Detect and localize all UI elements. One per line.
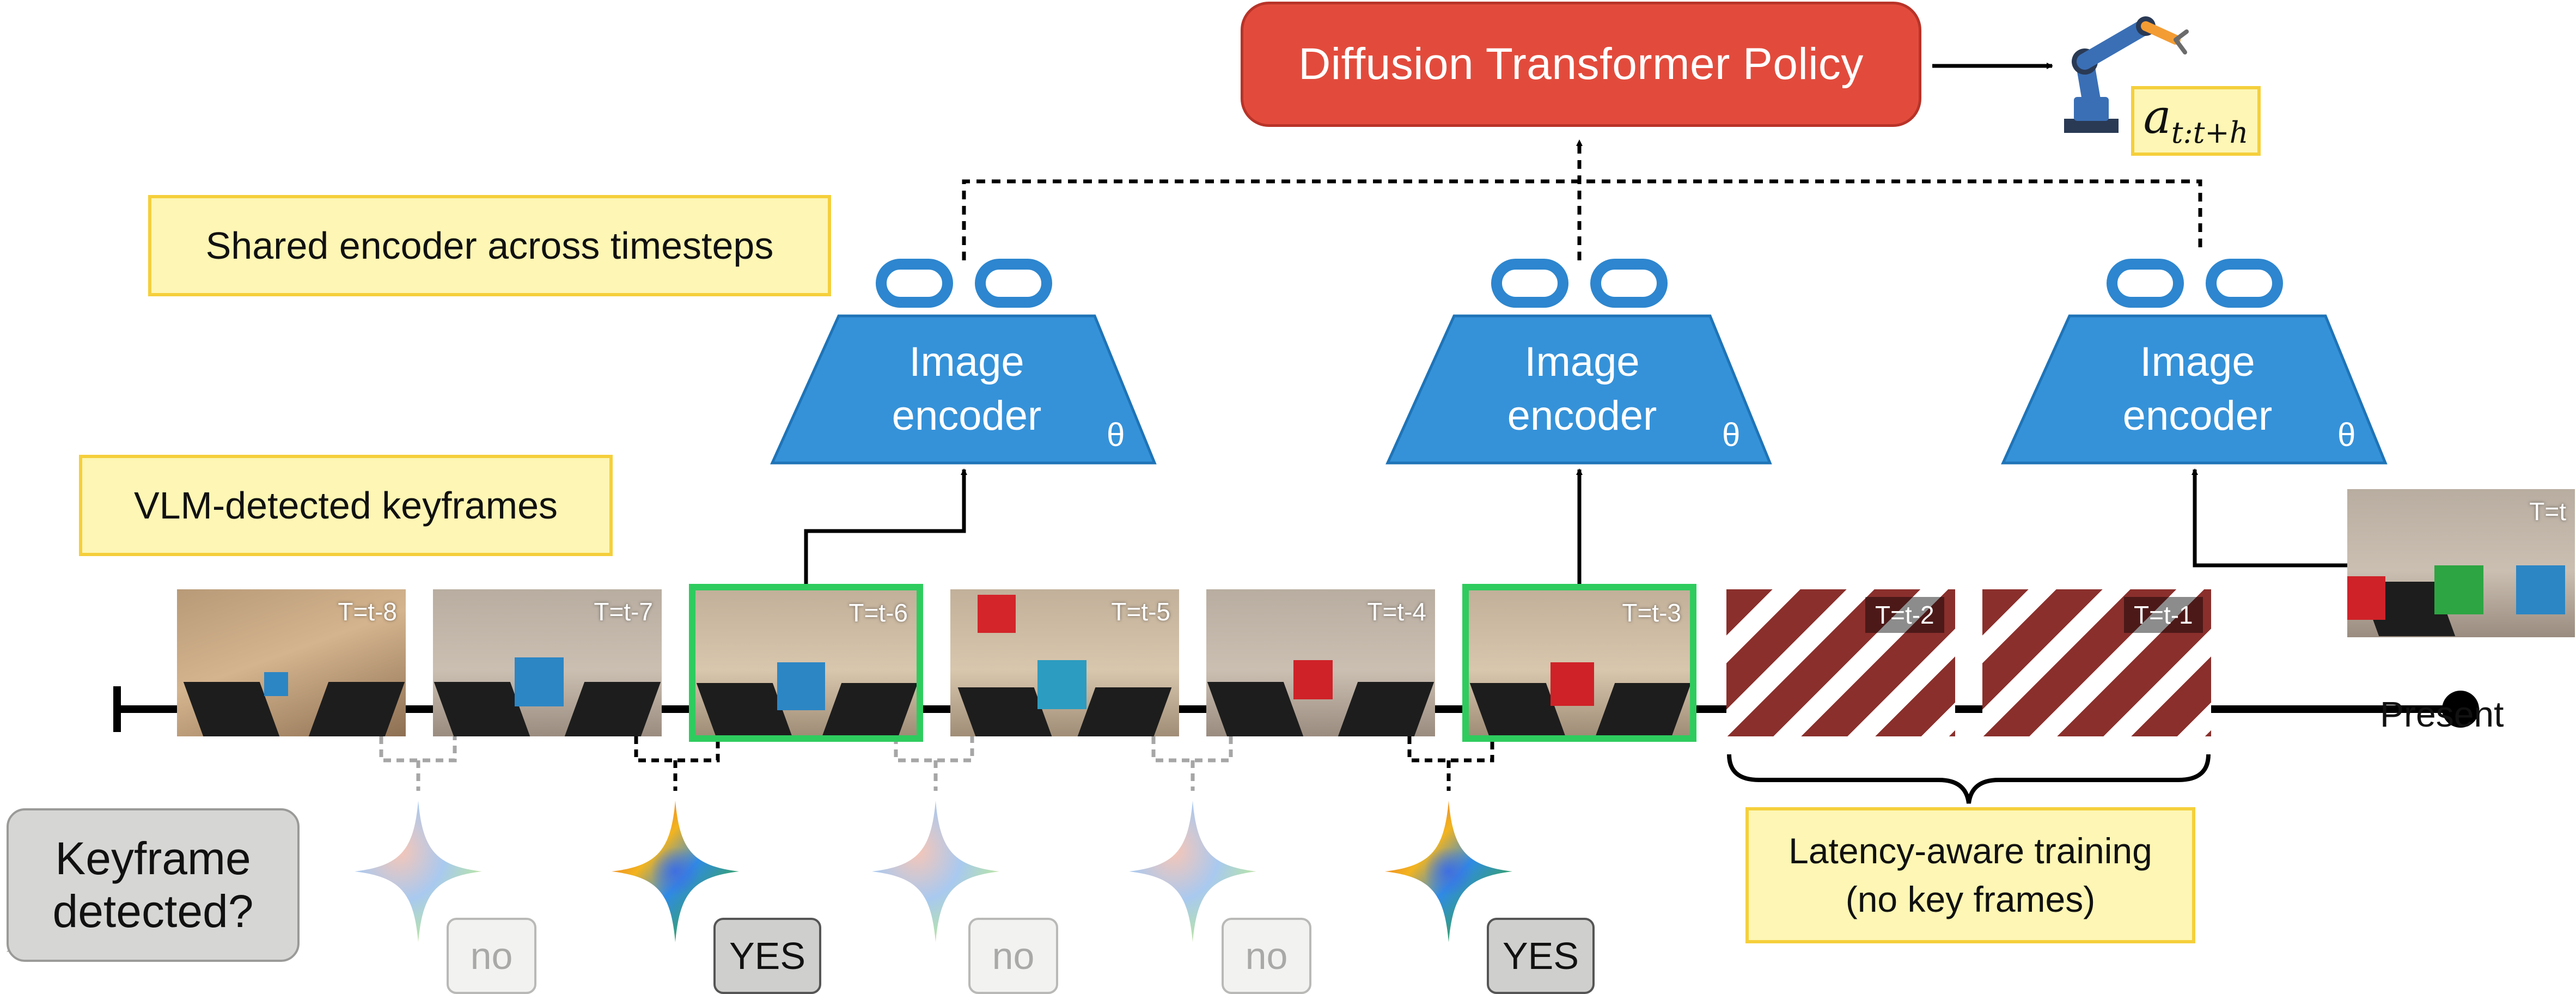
pair-bracket-5 — [1407, 736, 1494, 791]
vlm-sparkle-icon-2 — [612, 801, 739, 942]
vlm-answer-5: YES — [1487, 918, 1595, 994]
vlm-answer-1: no — [447, 918, 536, 994]
vlm-answer-3: no — [968, 918, 1058, 994]
cube-shape — [2516, 565, 2565, 614]
gripper-shape — [821, 683, 917, 735]
frame-label: T=t-7 — [594, 597, 653, 626]
frame-t6-to-encoder-1-arrow — [804, 468, 967, 584]
encoder-3-param: θ — [2337, 417, 2356, 453]
encoder-3-shape — [2001, 259, 2388, 465]
cube-shape — [777, 662, 825, 710]
gripper-shape — [1595, 683, 1690, 735]
frame-label: T=t-5 — [1111, 597, 1170, 626]
vlm-keyframes-note: VLM-detected keyframes — [79, 455, 613, 556]
encoder-2-param: θ — [1722, 417, 1741, 453]
query-line1: Keyframe — [55, 833, 251, 885]
encoder-1-param: θ — [1107, 417, 1125, 453]
vlm-answer-4: no — [1222, 918, 1311, 994]
frame-t-6: T=t-6 — [689, 584, 923, 742]
diffusion-policy-box: Diffusion Transformer Policy — [1241, 2, 1921, 127]
pair-bracket-2 — [634, 736, 720, 791]
frame-t-7: T=t-7 — [433, 589, 662, 736]
query-line2: detected? — [52, 886, 254, 937]
frame-t-8: T=t-8 — [177, 589, 406, 736]
cube-shape — [1037, 660, 1086, 709]
latency-note-line2: (no key frames) — [1845, 879, 2096, 919]
present-label: Present — [2380, 694, 2504, 734]
frame-label: T=t-8 — [338, 597, 397, 626]
frame-label: T=t-1 — [2124, 597, 2203, 633]
gripper-shape — [1077, 687, 1172, 736]
latency-frame-t-1: T=t-1 — [1982, 589, 2211, 736]
dashed-link-encoder-1 — [962, 179, 2202, 260]
frame-label: T=t-4 — [1367, 597, 1426, 626]
cube-shape — [2434, 565, 2483, 614]
policy-title: Diffusion Transformer Policy — [1298, 39, 1864, 89]
current-frame-t: T=t — [2347, 489, 2575, 637]
action-symbol: at:t+h — [2143, 90, 2249, 150]
gripper-shape — [308, 682, 405, 736]
cube-shape — [515, 657, 564, 706]
latency-frame-t-2: T=t-2 — [1726, 589, 1955, 736]
present-marker — [2442, 691, 2479, 728]
pair-bracket-3 — [894, 736, 974, 791]
frame-t-to-encoder-3-arrow — [2192, 468, 2347, 568]
vlm-answer-2: YES — [713, 918, 821, 994]
shared-encoder-note: Shared encoder across timesteps — [148, 195, 831, 296]
vlm-sparkle-icon-4 — [1129, 801, 1256, 942]
latency-note-line1: Latency-aware training — [1788, 830, 2152, 871]
action-subscript: t:t+h — [2171, 115, 2249, 150]
cube-shape — [1293, 660, 1333, 699]
frame-t-5: T=t-5 — [950, 589, 1179, 736]
cube-shape — [264, 672, 288, 696]
frame-t-3: T=t-3 — [1462, 584, 1696, 742]
frame-label: T=t-6 — [849, 599, 908, 627]
encoder-1-shape — [770, 259, 1157, 465]
pair-bracket-1 — [379, 736, 457, 791]
frame-label: T=t — [2529, 497, 2566, 526]
cube-shape — [1551, 662, 1594, 706]
cube-shape — [2347, 576, 2385, 620]
encoder-2-shape — [1385, 259, 1772, 465]
gripper-shape — [1338, 682, 1434, 736]
action-label-box: at:t+h — [2131, 86, 2261, 156]
robot-arm-icon — [2064, 16, 2189, 133]
gripper-shape — [1207, 682, 1304, 736]
keyframe-query-bubble: Keyframe detected? — [7, 808, 300, 962]
frame-t-4: T=t-4 — [1206, 589, 1435, 736]
vlm-sparkle-icon-3 — [872, 801, 999, 942]
vlm-sparkle-icon-5 — [1385, 801, 1512, 942]
pair-bracket-4 — [1151, 736, 1233, 791]
frame-label: T=t-3 — [1622, 599, 1681, 627]
frame-label: T=t-2 — [1865, 597, 1944, 633]
latency-brace — [1727, 754, 2211, 804]
gripper-shape — [564, 682, 661, 736]
cube-shape — [978, 595, 1016, 633]
latency-training-note: Latency-aware training (no key frames) — [1745, 807, 2195, 943]
vlm-sparkle-icon-1 — [355, 801, 482, 942]
